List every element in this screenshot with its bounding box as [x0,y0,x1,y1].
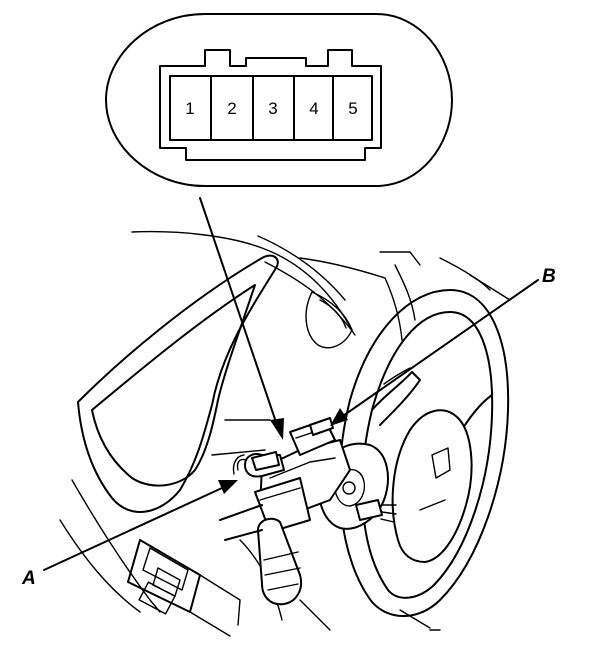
pin-1-label: 1 [185,99,194,118]
combination-switch-assembly [219,417,397,606]
connector-callout-bubble [105,13,453,187]
bubble-leader-line [199,197,279,429]
pin-2-label: 2 [227,99,236,118]
leader-arrowhead-a [218,480,238,494]
pin-4-label: 4 [309,99,318,118]
leader-line-a [43,487,223,571]
pin-5-label: 5 [348,99,357,118]
callout-label-b: B [542,266,556,287]
callout-label-a: A [21,568,36,589]
bubble-leader-arrowhead [270,418,284,440]
leader-lines [43,197,539,571]
connector-face [159,49,382,161]
leader-line-b [339,279,539,419]
connector-pin-labels: 1 2 3 4 5 [185,99,357,118]
leader-arrowhead-b [330,408,348,426]
pin-3-label: 3 [268,99,277,118]
